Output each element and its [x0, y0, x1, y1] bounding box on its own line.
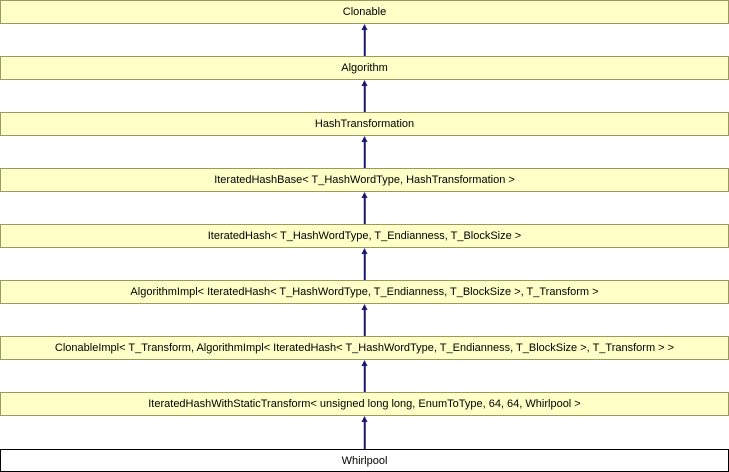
class-node-label: HashTransformation — [314, 118, 415, 130]
class-node-label: IteratedHashBase< T_HashWordType, HashTr… — [214, 174, 515, 186]
class-node-iteratedhashbase[interactable]: IteratedHashBase< T_HashWordType, HashTr… — [0, 168, 729, 192]
inheritance-arrow — [360, 136, 369, 168]
class-node-label: Clonable — [342, 6, 387, 18]
inheritance-arrow — [360, 248, 369, 280]
class-node-label: AlgorithmImpl< IteratedHash< T_HashWordT… — [130, 286, 599, 298]
inheritance-arrow — [360, 80, 369, 112]
class-node-iteratedhash[interactable]: IteratedHash< T_HashWordType, T_Endianne… — [0, 224, 729, 248]
class-node-hashtransformation[interactable]: HashTransformation — [0, 112, 729, 136]
class-node-algorithmimpl[interactable]: AlgorithmImpl< IteratedHash< T_HashWordT… — [0, 280, 729, 304]
class-node-whirlpool-current: Whirlpool — [0, 449, 729, 472]
class-node-clonableimpl[interactable]: ClonableImpl< T_Transform, AlgorithmImpl… — [0, 336, 729, 360]
inheritance-arrow — [360, 24, 369, 56]
inheritance-arrow — [360, 416, 369, 449]
inheritance-arrow — [360, 192, 369, 224]
class-node-clonable[interactable]: Clonable — [0, 0, 729, 24]
class-node-label: Algorithm — [341, 62, 388, 74]
class-node-iteratedhashwithstatictransform[interactable]: IteratedHashWithStaticTransform< unsigne… — [0, 392, 729, 416]
inheritance-arrow — [360, 304, 369, 336]
class-node-algorithm[interactable]: Algorithm — [0, 56, 729, 80]
inheritance-arrow — [360, 360, 369, 392]
class-node-label: IteratedHashWithStaticTransform< unsigne… — [148, 398, 581, 410]
class-node-label: Whirlpool — [341, 454, 388, 467]
class-node-label: IteratedHash< T_HashWordType, T_Endianne… — [207, 230, 522, 242]
class-node-label: ClonableImpl< T_Transform, AlgorithmImpl… — [54, 342, 675, 354]
